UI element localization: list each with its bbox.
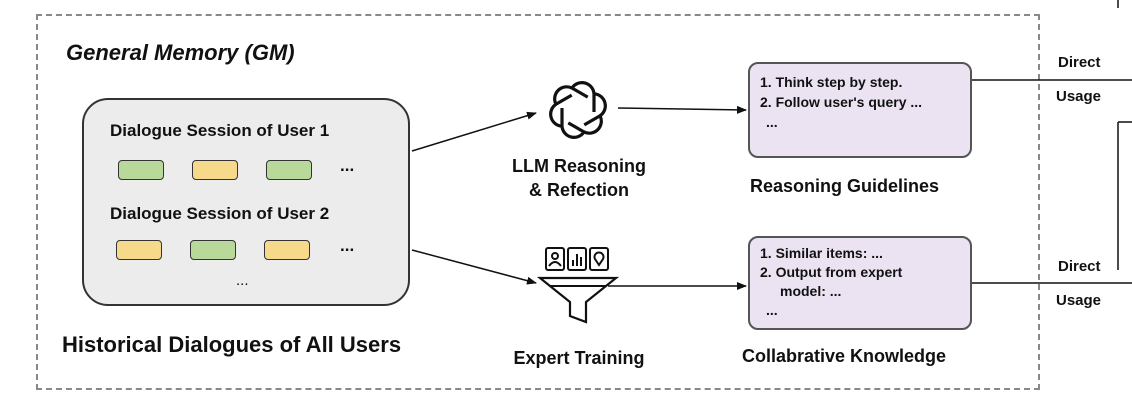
- general-memory-title: General Memory (GM): [66, 40, 295, 65]
- dialogue-chip: [190, 240, 236, 260]
- collaborative-knowledge-caption: Collabrative Knowledge: [742, 346, 947, 366]
- openai-logo-icon: [549, 81, 607, 139]
- dialogue-chip: [264, 240, 310, 260]
- dialogue-chip: [266, 160, 312, 180]
- sessions-more-ellipsis: ...: [236, 272, 249, 289]
- collaborative-knowledge-box: 1. Similar items: ... 2. Output from exp…: [748, 236, 972, 330]
- expert-training-label: Expert Training: [513, 348, 645, 368]
- guideline-line: 1. Think step by step.: [760, 74, 903, 90]
- arrow-history-to-reasoning: [411, 111, 537, 152]
- direct-usage-label-bottom-line1: Direct: [1058, 258, 1101, 275]
- session-label-user-2: Dialogue Session of User 2: [110, 204, 330, 223]
- dialogue-chip: [118, 160, 164, 180]
- session-more-ellipsis: ...: [340, 156, 355, 175]
- guideline-line: 2. Follow user's query ...: [760, 94, 923, 110]
- reasoning-guidelines-caption: Reasoning Guidelines: [750, 176, 940, 196]
- location-pin-icon: [589, 247, 609, 271]
- session-more-ellipsis: ...: [340, 236, 355, 255]
- session-label-user-1: Dialogue Session of User 1: [110, 121, 330, 140]
- llm-reasoning-label: LLM Reasoning & Refection: [484, 154, 674, 202]
- knowledge-line: ...: [766, 302, 778, 318]
- guideline-line: ...: [766, 114, 778, 130]
- llm-reasoning-label-line1: LLM Reasoning: [512, 156, 646, 176]
- historical-dialogues-caption: Historical Dialogues of All Users: [62, 332, 402, 357]
- person-card-icon: [545, 247, 565, 271]
- direct-usage-label-top-line1: Direct: [1058, 54, 1101, 71]
- knowledge-line: model: ...: [780, 283, 842, 299]
- llm-reasoning-label-line2: & Refection: [528, 180, 629, 200]
- direct-usage-label-top-line2: Usage: [1056, 88, 1102, 105]
- direct-usage-label-bottom-line2: Usage: [1056, 292, 1102, 309]
- dialogue-chip: [192, 160, 238, 180]
- knowledge-line: 1. Similar items: ...: [760, 245, 883, 261]
- funnel-icon: [536, 247, 620, 324]
- arrow-reasoning-to-guidelines: [617, 105, 747, 114]
- general-memory-frame: [36, 14, 1040, 390]
- dialogue-chip: [116, 240, 162, 260]
- knowledge-line: 2. Output from expert: [760, 264, 903, 280]
- bar-chart-icon: [567, 247, 587, 271]
- historical-dialogues-box: [82, 98, 410, 306]
- arrow-history-to-expert: [411, 249, 537, 285]
- reasoning-guidelines-box: 1. Think step by step. 2. Follow user's …: [748, 62, 972, 158]
